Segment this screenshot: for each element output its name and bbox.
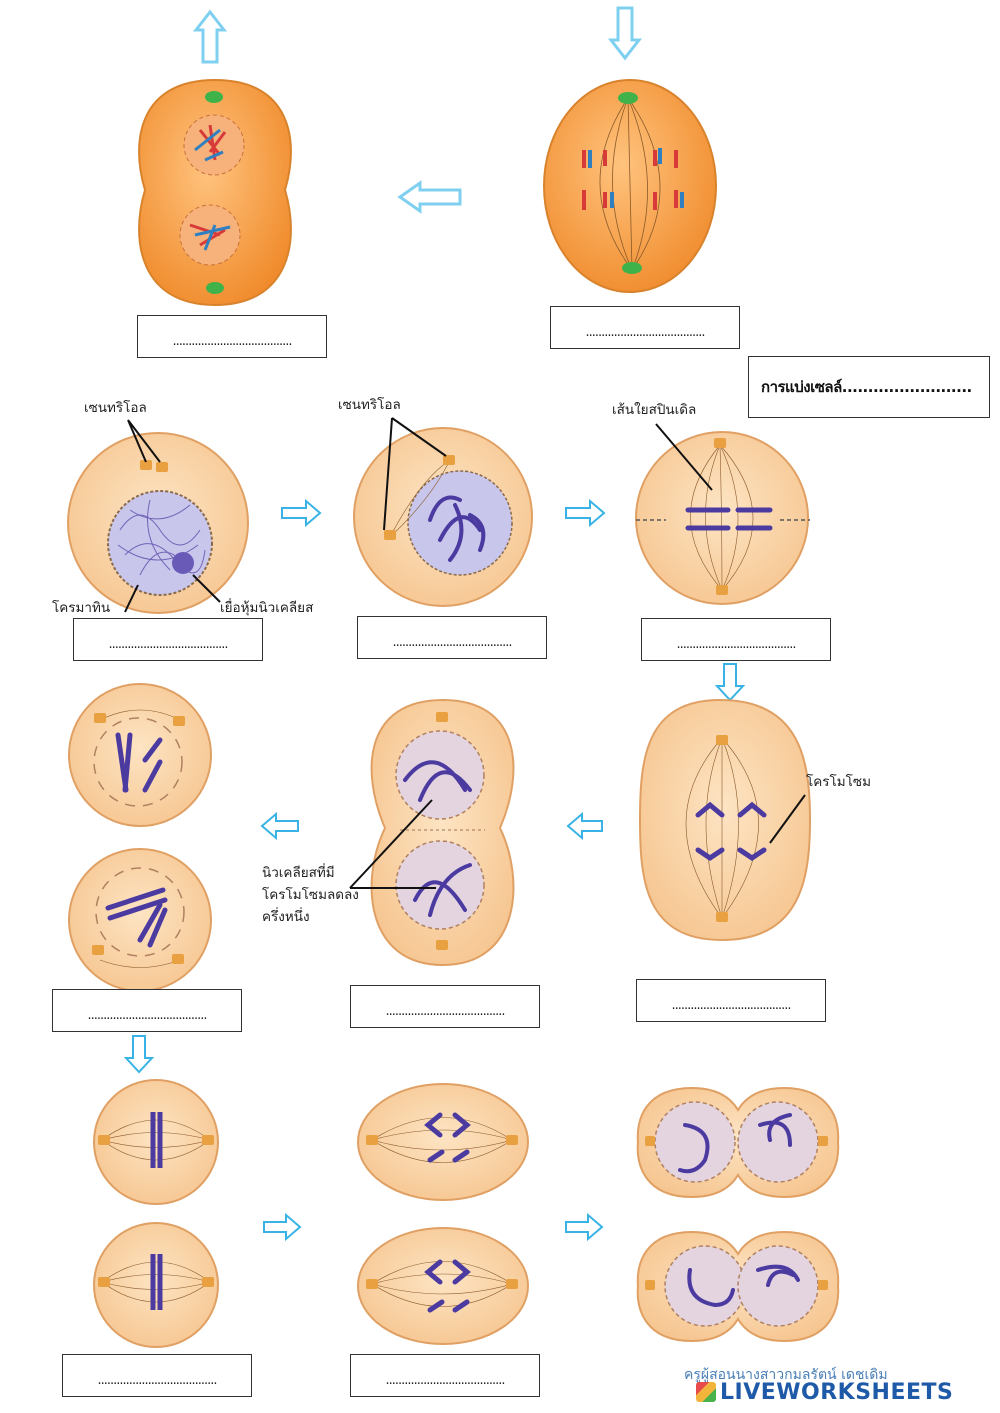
answer-box-row3-3[interactable]: ......................................: [636, 979, 826, 1022]
cell-row4-3b: [636, 1230, 840, 1343]
arrow-left-icon: [397, 180, 462, 214]
brand-name: LIVEWORKSHEETS: [720, 1380, 954, 1405]
cell-row2-1: [67, 432, 249, 614]
cell-row3-1b: [68, 848, 212, 992]
arrow-left-icon: [260, 811, 299, 841]
answer-box-row3-2[interactable]: ......................................: [350, 985, 540, 1028]
cell-row2-2: [353, 427, 533, 607]
arrow-right-icon: [263, 1212, 302, 1242]
label-chromatin: โครมาทิน: [52, 600, 111, 616]
arrow-down-icon: [123, 1035, 155, 1074]
cell-row3-2: [370, 698, 515, 967]
cell-row4-3a: [636, 1086, 840, 1199]
arrow-right-icon: [565, 498, 606, 528]
cell-row4-1b: [93, 1222, 219, 1348]
brand-logo: LIVEWORKSHEETS: [696, 1380, 953, 1405]
cell-row3-1a: [68, 683, 212, 827]
arrow-right-icon: [565, 1212, 604, 1242]
label-nuclear-membrane: เยื่อหุ้มนิวเคลียส: [220, 600, 314, 616]
label-centriole-1: เซนทริโอล: [84, 400, 147, 416]
arrow-down-icon: [607, 6, 643, 61]
cell-row2-3: [635, 431, 810, 605]
cell-row4-2b: [357, 1227, 529, 1345]
cell-row4-1a: [93, 1079, 219, 1205]
teacher-credit: ครูผู้สอนนางสาวกมลรัตน์ เดชเดิม: [684, 1367, 888, 1383]
answer-box-top-left[interactable]: ......................................: [137, 315, 327, 358]
label-centriole-2: เซนทริโอล: [338, 397, 401, 413]
title-answer-box[interactable]: การแบ่งเซลล์.........................: [748, 356, 990, 418]
label-halved-nuclei: นิวเคลียสที่มี โครโมโซมลดลง ครึ่งหนึ่ง: [262, 865, 359, 925]
label-chromosome: โครโมโซม: [806, 774, 871, 790]
cell-top-left: [138, 78, 292, 307]
arrow-down-icon: [714, 663, 746, 702]
cell-row3-3: [638, 698, 812, 942]
cell-row4-2a: [357, 1083, 529, 1201]
cell-top-right: [543, 79, 717, 293]
answer-box-row4-1[interactable]: ......................................: [62, 1354, 252, 1397]
arrow-left-icon: [566, 811, 603, 841]
answer-box-row2-3[interactable]: ......................................: [641, 618, 831, 661]
answer-box-top-right[interactable]: ......................................: [550, 306, 740, 349]
answer-box-row2-1[interactable]: ......................................: [73, 618, 263, 661]
answer-box-row4-2[interactable]: ......................................: [350, 1354, 540, 1397]
arrow-right-icon: [281, 498, 322, 528]
label-spindle-fiber: เส้นใยสปินเดิล: [612, 402, 697, 418]
answer-box-row2-2[interactable]: ......................................: [357, 616, 547, 659]
answer-box-row3-1[interactable]: ......................................: [52, 989, 242, 1032]
arrow-up-icon: [192, 9, 228, 64]
liveworksheets-logo-icon: [696, 1382, 716, 1402]
